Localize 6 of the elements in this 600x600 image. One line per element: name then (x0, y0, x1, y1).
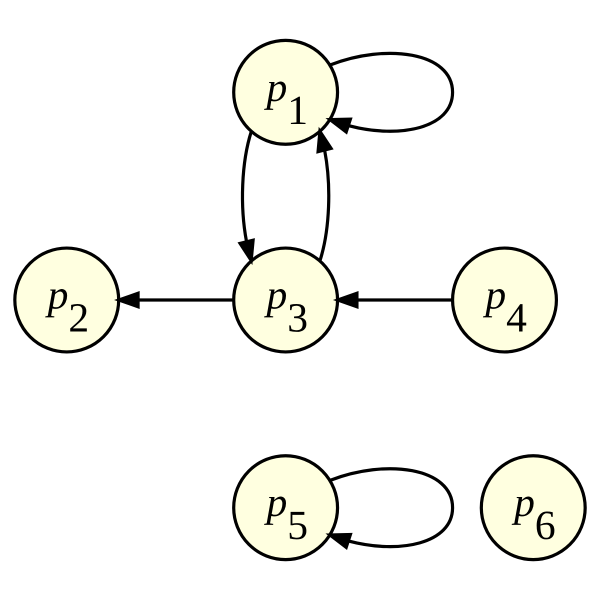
arrow (332, 291, 452, 309)
arrow (316, 126, 334, 261)
arrow (325, 52, 454, 135)
arrow (325, 467, 454, 550)
arrow (238, 130, 255, 266)
arrow (114, 291, 234, 309)
